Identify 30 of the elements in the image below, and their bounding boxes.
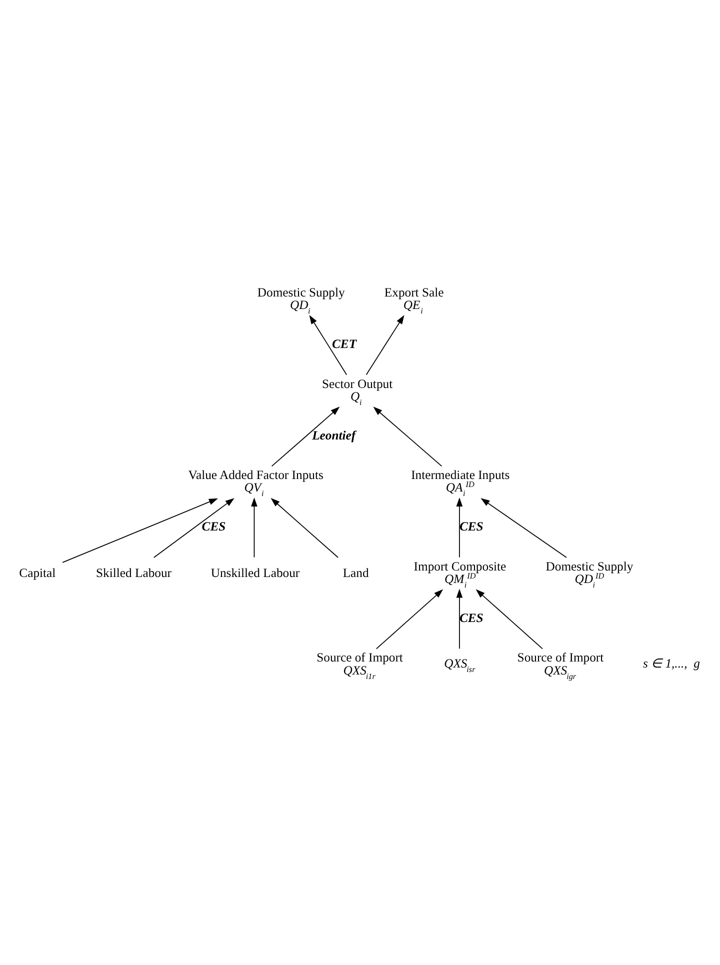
node-text: QXS$_{isr}$	[444, 656, 476, 674]
node-text: Source of Import QXS$_{i1r}$	[316, 650, 403, 681]
arrow	[251, 497, 258, 558]
arrow	[270, 498, 339, 558]
label: s ∈ 1,..., g	[642, 656, 700, 671]
node-text: Sector Output Q$_{i}$	[322, 376, 393, 407]
arrow	[476, 589, 543, 650]
arrow	[62, 498, 218, 563]
arrow	[309, 315, 348, 376]
arrow	[153, 498, 234, 558]
arrow	[366, 315, 404, 376]
edge-label: CES	[202, 520, 226, 534]
node-text: Unskilled Labour	[210, 566, 300, 580]
node-text: Land	[342, 566, 369, 580]
edge-label: CET	[332, 336, 357, 351]
arrow	[376, 589, 444, 650]
node-text: Value Added Factor Inputs QV$_{i}$	[188, 468, 324, 498]
arrow	[456, 588, 463, 650]
edge-label: Leontief	[312, 428, 356, 442]
arrow	[271, 406, 340, 467]
node-text: Capital	[19, 566, 56, 580]
arrow	[480, 498, 567, 558]
edge-label: CES	[459, 520, 484, 534]
edge-label: CES	[459, 610, 484, 625]
node-text: Source of Import QXS$_{igr}$	[517, 650, 604, 681]
arrow	[373, 406, 442, 467]
node-text: Skilled Labour	[96, 566, 172, 580]
arrow	[456, 497, 463, 558]
node-text: Export Sale QE$_{i}$	[384, 285, 444, 316]
node-text: Domestic Supply QD$_{i}$	[257, 285, 345, 316]
